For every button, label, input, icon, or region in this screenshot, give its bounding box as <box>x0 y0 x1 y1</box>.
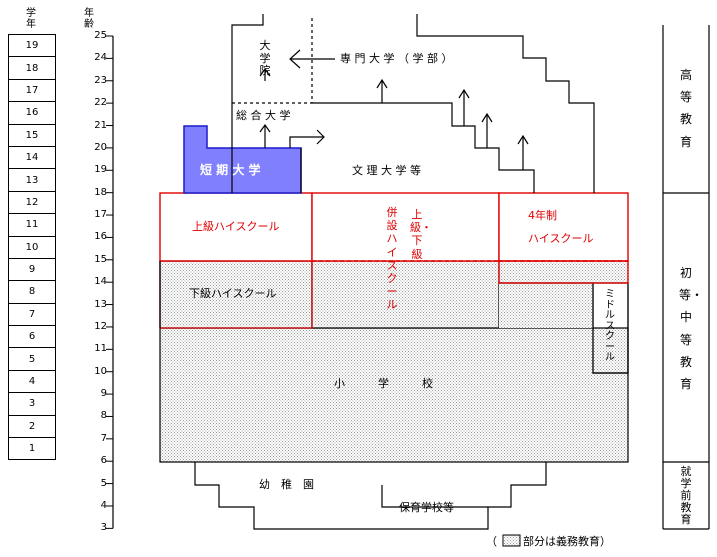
junior-college-label: 短 期 大 学 <box>200 163 261 177</box>
upper-high-school-label: 上級ハイスクール <box>192 220 280 233</box>
comprehensive-university-label: 総 合 大 学 <box>236 109 291 122</box>
grade-cell: 19 <box>9 35 55 58</box>
grade-cell: 9 <box>9 259 55 282</box>
grade-cell: 18 <box>9 57 55 80</box>
age-tick-label: 22 <box>94 97 107 109</box>
combined-high-school-upper-block <box>311 192 500 262</box>
grade-cell: 8 <box>9 281 55 304</box>
grade-cell: 3 <box>9 393 55 416</box>
four-year-high-school-lower-block <box>499 261 628 283</box>
combined-high-school-label: 併設ハイスクール <box>386 206 398 312</box>
age-tick-label: 19 <box>94 164 107 176</box>
age-tick-label: 21 <box>94 119 107 131</box>
grade-cell: 5 <box>9 348 55 371</box>
combined-high-school-sublabel: 上級・下級 <box>410 208 432 261</box>
legend-text: 部分は義務教育） <box>523 535 611 548</box>
age-tick-label: 20 <box>94 141 107 153</box>
higher-education-label: 高等教育 <box>679 68 692 149</box>
age-tick-label: 3 <box>100 522 107 534</box>
age-tick-label: 15 <box>94 253 107 265</box>
age-tick-label: 14 <box>94 276 107 288</box>
primary-secondary-label: 初等・中等教育 <box>679 266 704 391</box>
lower-high-school-label: 下級ハイスクール <box>189 287 277 300</box>
grade-cell: 14 <box>9 147 55 170</box>
kindergarten-label: 幼 稚 園 <box>259 478 314 491</box>
age-tick-label: 7 <box>100 432 107 444</box>
age-tick-label: 5 <box>100 477 107 489</box>
age-tick-label: 25 <box>94 30 107 41</box>
grade-cell: 2 <box>9 416 55 439</box>
progression-arrows <box>259 49 529 170</box>
age-tick-label: 11 <box>94 343 107 355</box>
elementary-school-label: 小 学 校 <box>334 377 433 390</box>
combined-high-school-lower-block <box>311 260 500 329</box>
legend-swatch <box>502 534 521 547</box>
age-tick-label: 24 <box>94 52 107 64</box>
nursery-school-label: 保育学校等 <box>399 501 454 514</box>
four-year-high-school-label-2: ハイスクール <box>528 232 594 245</box>
middle-school-label: ミドルスクール <box>605 289 615 363</box>
age-tick-label: 17 <box>94 209 107 221</box>
age-tick-label: 16 <box>94 231 107 243</box>
grade-axis-label: 学年 <box>26 8 36 30</box>
legend-open-paren: （ <box>486 535 497 548</box>
grade-cell: 12 <box>9 192 55 215</box>
elementary-school-block <box>159 327 629 463</box>
grade-cell: 1 <box>9 438 55 461</box>
age-tick-label: 6 <box>100 455 107 467</box>
grade-cell: 7 <box>9 304 55 327</box>
professional-university-label: 専 門 大 学 （ 学 部 ） <box>340 52 453 65</box>
grade-cell: 10 <box>9 237 55 259</box>
grade-cell: 15 <box>9 125 55 147</box>
age-tick-label: 13 <box>94 298 107 310</box>
grade-cell: 11 <box>9 214 55 237</box>
age-tick-label: 10 <box>94 365 107 377</box>
graduate-school-label: 大学院 <box>259 39 271 78</box>
grade-cell: 4 <box>9 371 55 394</box>
age-tick-label: 18 <box>94 186 107 198</box>
age-tick-label: 8 <box>100 410 107 422</box>
age-tick-label: 9 <box>100 388 107 400</box>
grade-cell: 13 <box>9 169 55 192</box>
four-year-high-school-upper-block <box>498 192 629 262</box>
middle-school-block <box>499 283 593 328</box>
four-year-high-school-label-1: 4年制 <box>528 209 557 222</box>
junior-college-block <box>183 125 302 194</box>
grade-cell: 17 <box>9 80 55 103</box>
age-tick-label: 23 <box>94 74 107 86</box>
grade-cell: 6 <box>9 326 55 349</box>
grade-cell: 16 <box>9 102 55 125</box>
age-axis-label: 年齢 <box>84 8 94 30</box>
age-tick-label: 4 <box>100 499 107 511</box>
preschool-label: 就学前教育 <box>680 465 692 527</box>
age-tick-label: 12 <box>94 320 107 332</box>
liberal-arts-university-label: 文 理 大 学 等 <box>352 164 421 177</box>
